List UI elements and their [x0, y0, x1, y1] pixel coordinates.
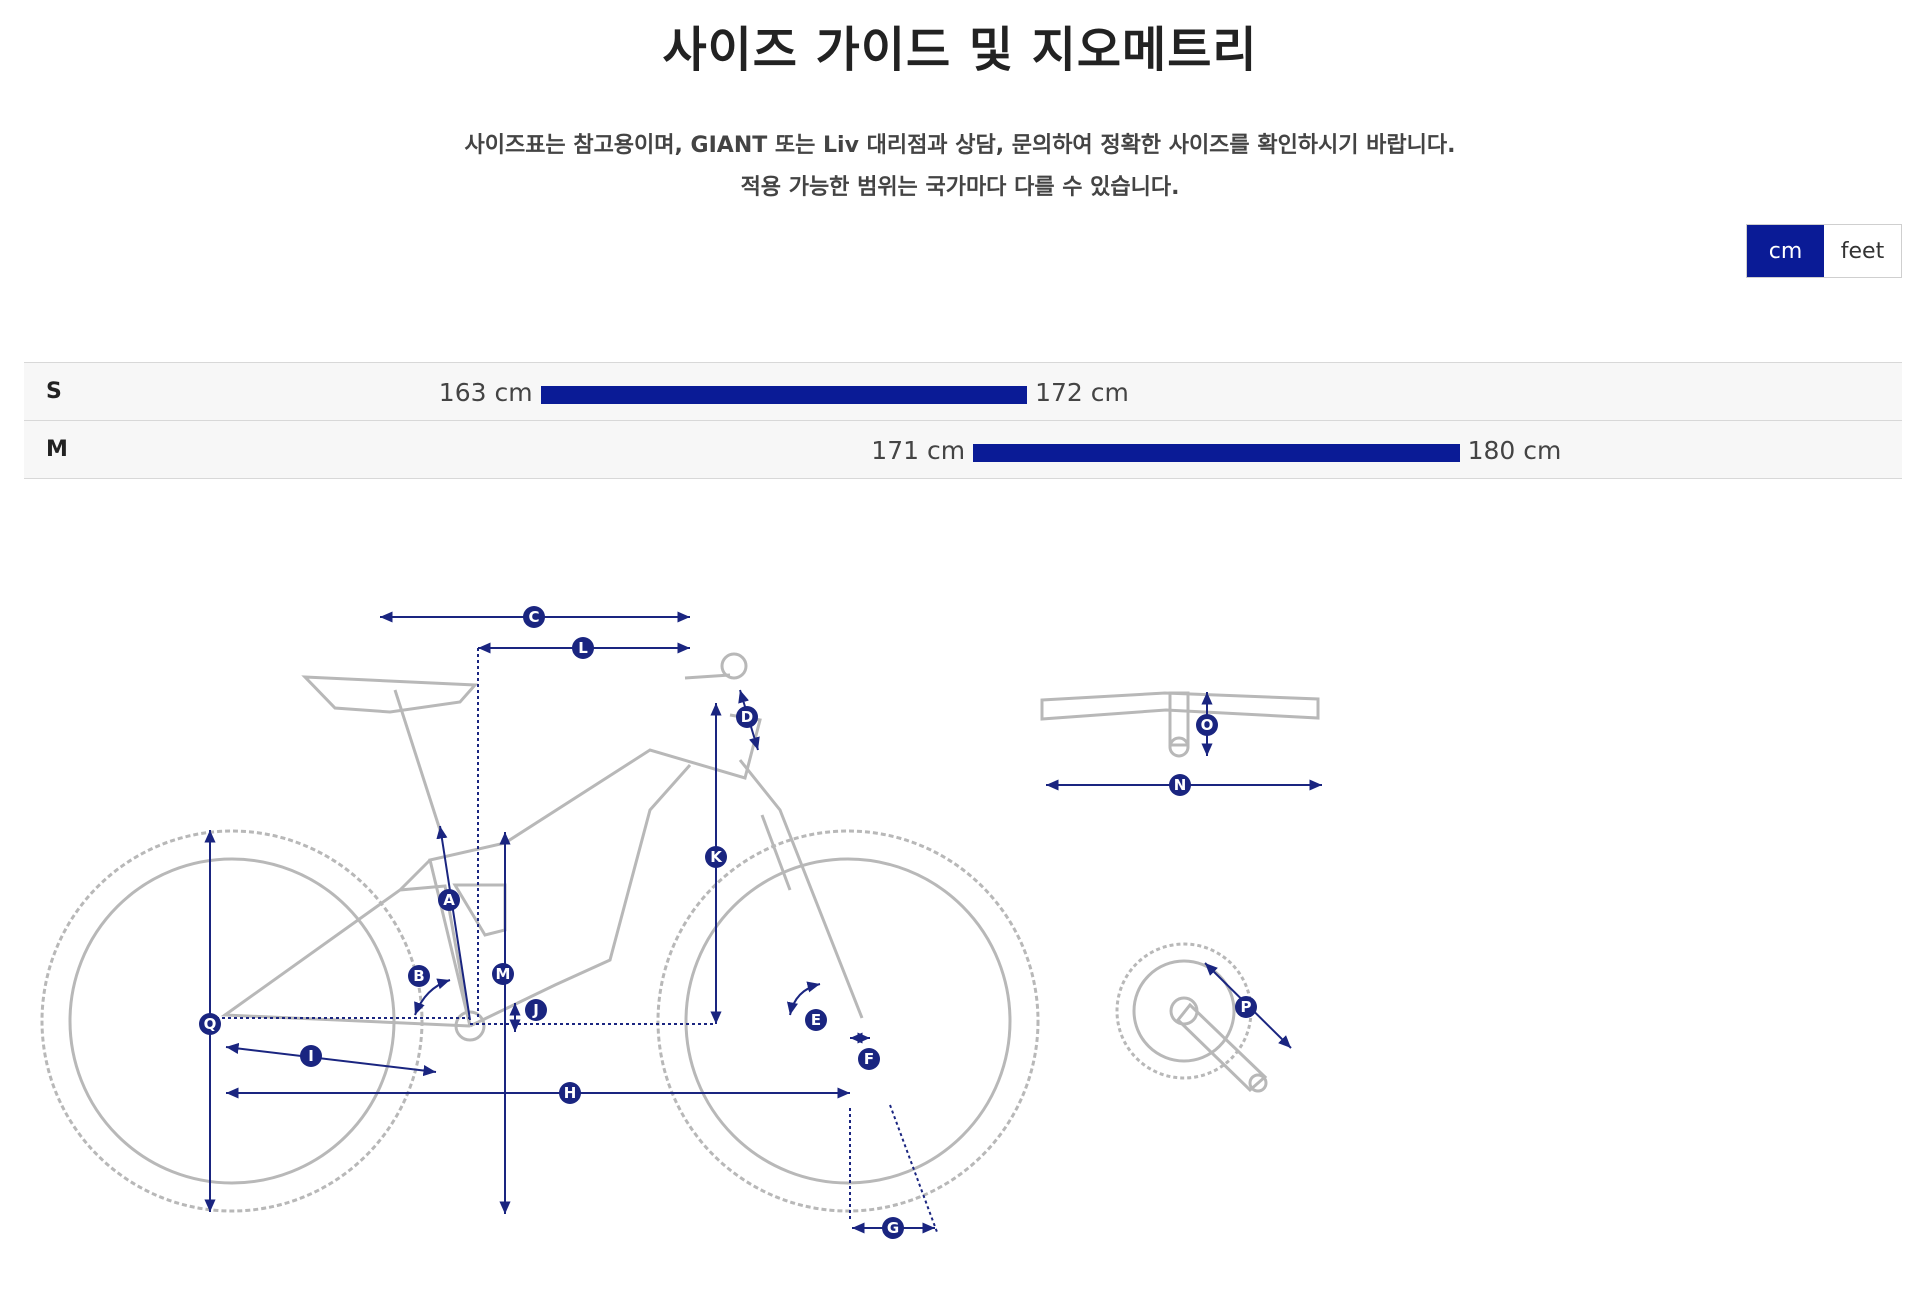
- label-badge-o: O: [1196, 714, 1218, 736]
- range-max-label: 180 cm: [1467, 436, 1562, 465]
- badge-text: O: [1201, 716, 1214, 734]
- unit-toggle: cm feet: [1746, 224, 1902, 278]
- dimension-lines: [204, 611, 1322, 1234]
- badge-text: F: [864, 1050, 874, 1068]
- badge-text: I: [308, 1047, 314, 1065]
- badge-text: C: [528, 608, 539, 626]
- label-badge-n: N: [1169, 774, 1191, 796]
- badge-text: H: [564, 1084, 577, 1102]
- size-row-s: S 163 cm 172 cm: [24, 363, 1902, 421]
- label-badge-k: K: [705, 846, 727, 868]
- label-badge-p: P: [1235, 996, 1257, 1018]
- badge-text: G: [887, 1219, 899, 1237]
- range-max-label: 172 cm: [1035, 378, 1129, 407]
- badge-text: J: [532, 1001, 539, 1019]
- badge-text: A: [443, 891, 455, 909]
- dimension-labels: A B C D E F G H I J K L M N O P Q: [199, 606, 1257, 1239]
- size-label: S: [46, 379, 62, 404]
- badge-text: K: [710, 848, 723, 866]
- label-badge-j: J: [525, 999, 547, 1021]
- label-badge-b: B: [408, 965, 430, 987]
- badge-text: N: [1174, 776, 1187, 794]
- badge-text: B: [413, 967, 424, 985]
- badge-text: M: [496, 965, 511, 983]
- label-badge-h: H: [559, 1082, 581, 1104]
- description-line-2: 적용 가능한 범위는 국가마다 다를 수 있습니다.: [740, 175, 1180, 200]
- size-row-m: M 171 cm 180 cm: [24, 421, 1902, 479]
- size-label: M: [46, 437, 68, 462]
- badge-text: D: [741, 708, 753, 726]
- range-min-label: 163 cm: [438, 378, 533, 407]
- label-badge-l: L: [572, 637, 594, 659]
- size-range-table: S 163 cm 172 cm M 171 cm 180 cm: [24, 362, 1902, 479]
- size-guide-description: 사이즈표는 참고용이며, GIANT 또는 Liv 대리점과 상담, 문의하여 …: [0, 125, 1920, 209]
- badge-text: Q: [204, 1015, 217, 1033]
- label-badge-i: I: [300, 1045, 322, 1067]
- label-badge-g: G: [882, 1217, 904, 1239]
- badge-text: E: [811, 1011, 821, 1029]
- range-min-label: 171 cm: [871, 436, 966, 465]
- badge-text: P: [1241, 998, 1252, 1016]
- unit-cm-button[interactable]: cm: [1747, 225, 1824, 277]
- label-badge-d: D: [736, 706, 758, 728]
- unit-feet-button[interactable]: feet: [1824, 225, 1901, 277]
- geometry-diagram: A B C D E F G H I J K L M N O P Q: [40, 606, 1322, 1239]
- description-line-1: 사이즈표는 참고용이며, GIANT 또는 Liv 대리점과 상담, 문의하여 …: [464, 133, 1456, 158]
- label-badge-m: M: [492, 963, 514, 985]
- page-title: 사이즈 가이드 및 지오메트리: [662, 22, 1258, 78]
- badge-text: L: [578, 639, 588, 657]
- label-badge-a: A: [438, 889, 460, 911]
- label-badge-e: E: [805, 1009, 827, 1031]
- label-badge-q: Q: [199, 1013, 221, 1035]
- range-bar: [973, 444, 1460, 462]
- range-bar: [540, 386, 1028, 404]
- bike-illustration: [40, 652, 1320, 1213]
- label-badge-c: C: [523, 606, 545, 628]
- label-badge-f: F: [858, 1048, 880, 1070]
